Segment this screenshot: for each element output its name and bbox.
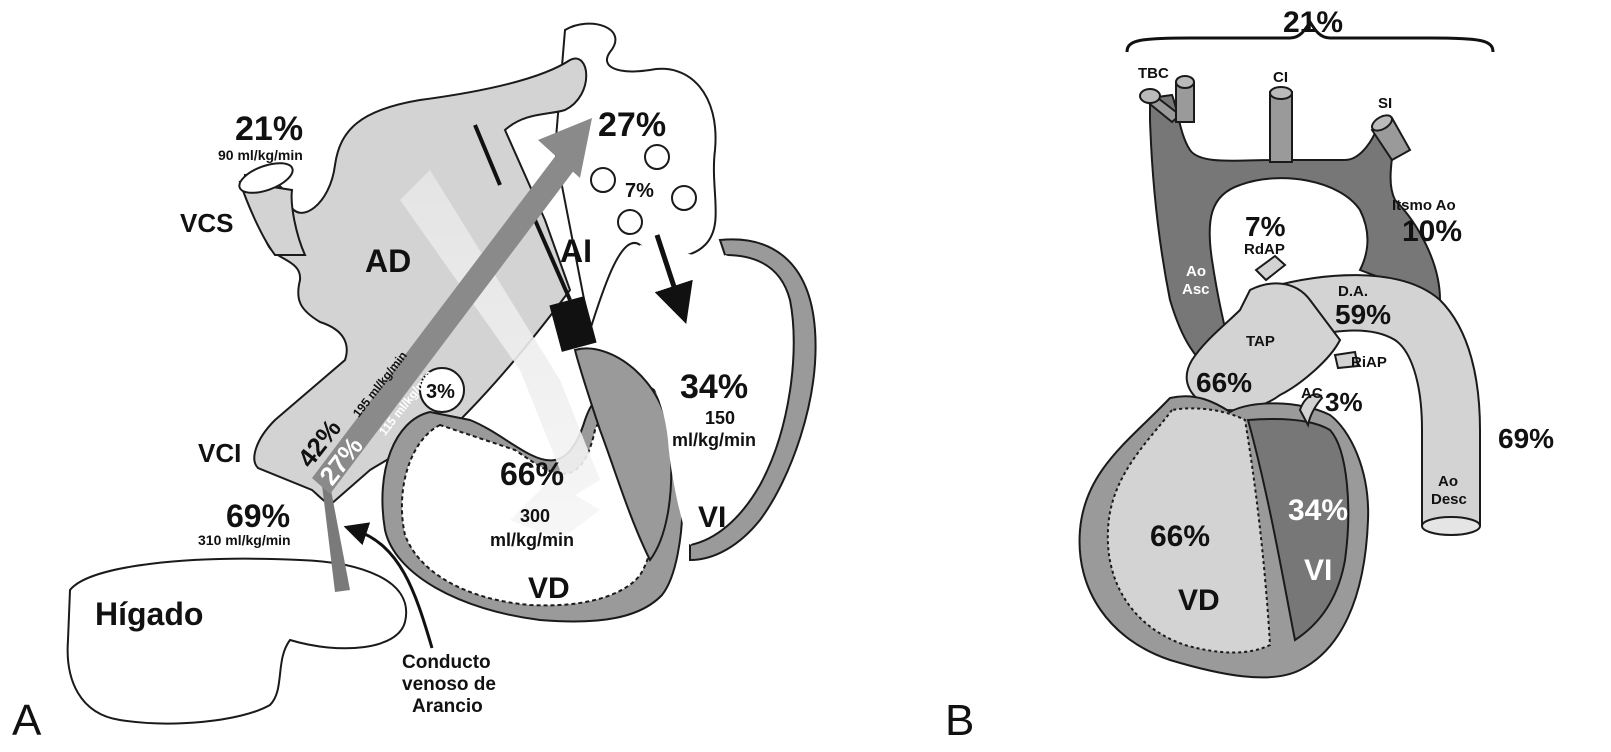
ductus-venosus-vessel — [322, 485, 350, 592]
si-opening — [1371, 114, 1393, 132]
mitral-flow-arrow — [654, 234, 693, 325]
bubble-4 — [617, 209, 643, 235]
rdap-branch — [1254, 254, 1287, 282]
vcs-percent: 21% — [235, 110, 303, 148]
vci-flow: 310 ml/kg/min — [198, 532, 291, 548]
ao-desc-line-1: Ao — [1438, 473, 1458, 490]
septum-line-2 — [473, 124, 502, 186]
da-percent: 59% — [1335, 299, 1391, 330]
septum-line-1 — [533, 219, 572, 301]
ci-opening — [1269, 86, 1293, 100]
vci-percent: 69% — [226, 498, 290, 534]
si-label: SI — [1378, 95, 1392, 112]
lv-label: VI — [1304, 554, 1332, 587]
bubble-1 — [644, 144, 670, 170]
vcs-flow: 90 ml/kg/min — [218, 147, 303, 163]
ao-asc-line-1: Ao — [1186, 263, 1206, 280]
panel-a: 21% 90 ml/kg/min VCS AD AI 27% 7% VCI 69… — [12, 22, 817, 745]
rdap-percent: 7% — [1245, 211, 1286, 242]
panel-a-letter: A — [12, 696, 42, 745]
vd-label: VD — [528, 572, 570, 605]
ductus-label-3: Arancio — [412, 696, 483, 717]
vd-percent: 66% — [500, 456, 564, 492]
panel-b-letter: B — [945, 696, 974, 745]
liver-label: Hígado — [95, 596, 203, 632]
tbc-opening-2 — [1175, 75, 1195, 89]
vd-flow-line-1: 300 — [520, 506, 550, 526]
stream-band — [312, 150, 578, 494]
left-ventricle-wall — [689, 238, 817, 562]
rv-label: VD — [1178, 584, 1220, 617]
ai-percent: 27% — [598, 106, 666, 144]
vi-flow-line-2: ml/kg/min — [672, 430, 756, 450]
liver-shape — [66, 557, 408, 725]
ao-asc-line-2: Asc — [1182, 281, 1210, 298]
ad-label: AD — [365, 243, 411, 279]
ao-desc-line-2: Desc — [1431, 491, 1467, 508]
vcs-vessel — [238, 180, 307, 256]
left-ventricle-cavity — [600, 245, 782, 545]
ac-percent: 3% — [1325, 387, 1363, 417]
lv-percent: 34% — [1288, 494, 1348, 527]
descending-aorta-opening — [1421, 516, 1481, 536]
tbc-label: TBC — [1138, 65, 1169, 82]
vci-label: VCI — [198, 438, 241, 468]
descending-aorta — [1258, 274, 1481, 526]
ductus-pointer — [343, 522, 434, 649]
ci-label: CI — [1273, 69, 1288, 86]
foramen-valve — [549, 296, 597, 352]
panel-b: 21% TBC CI SI Itsmo Ao 10% 7% RdAP Ao As… — [945, 6, 1554, 745]
rdap-label: RdAP — [1244, 241, 1285, 258]
septum-a — [573, 347, 673, 562]
isthmus-percent: 10% — [1402, 215, 1462, 248]
lv-cavity — [1246, 418, 1350, 642]
coronary-circle — [419, 367, 465, 413]
riap-label: RiAP — [1351, 354, 1387, 371]
riap-branch — [1333, 350, 1360, 370]
vcs-opening — [238, 162, 294, 194]
tbc-opening-1 — [1139, 88, 1161, 104]
stream-arrowhead — [538, 118, 592, 178]
bubble-2 — [590, 167, 616, 193]
coronary-percent: 3% — [426, 381, 455, 403]
rv-cavity — [1106, 407, 1272, 654]
ci-vessel — [1269, 91, 1293, 163]
brace — [1125, 19, 1495, 53]
ductus-label-2: venoso de — [402, 674, 496, 695]
vi-flow-line-1: 150 — [705, 408, 735, 428]
vcs-label: VCS — [180, 208, 233, 238]
ductus-label-1: Conducto — [402, 652, 491, 673]
vi-label: VI — [698, 501, 726, 534]
da-label: D.A. — [1338, 283, 1368, 300]
ac-label: AC — [1301, 385, 1323, 402]
isthmus-label: Itsmo Ao — [1392, 197, 1456, 214]
bubble-3 — [671, 185, 697, 211]
vi-percent: 34% — [680, 368, 748, 406]
ao-desc-percent: 69% — [1498, 423, 1554, 454]
top-percent: 21% — [1283, 6, 1343, 39]
tap-percent: 66% — [1196, 367, 1252, 398]
rv-percent: 66% — [1150, 520, 1210, 553]
coronary-vessel — [1298, 393, 1324, 428]
ai-label: AI — [560, 233, 592, 269]
vd-flow-line-2: ml/kg/min — [490, 530, 574, 550]
ai-inner-percent: 7% — [625, 180, 654, 202]
sweep-arrow-light — [400, 170, 600, 540]
tap-label: TAP — [1246, 333, 1275, 350]
